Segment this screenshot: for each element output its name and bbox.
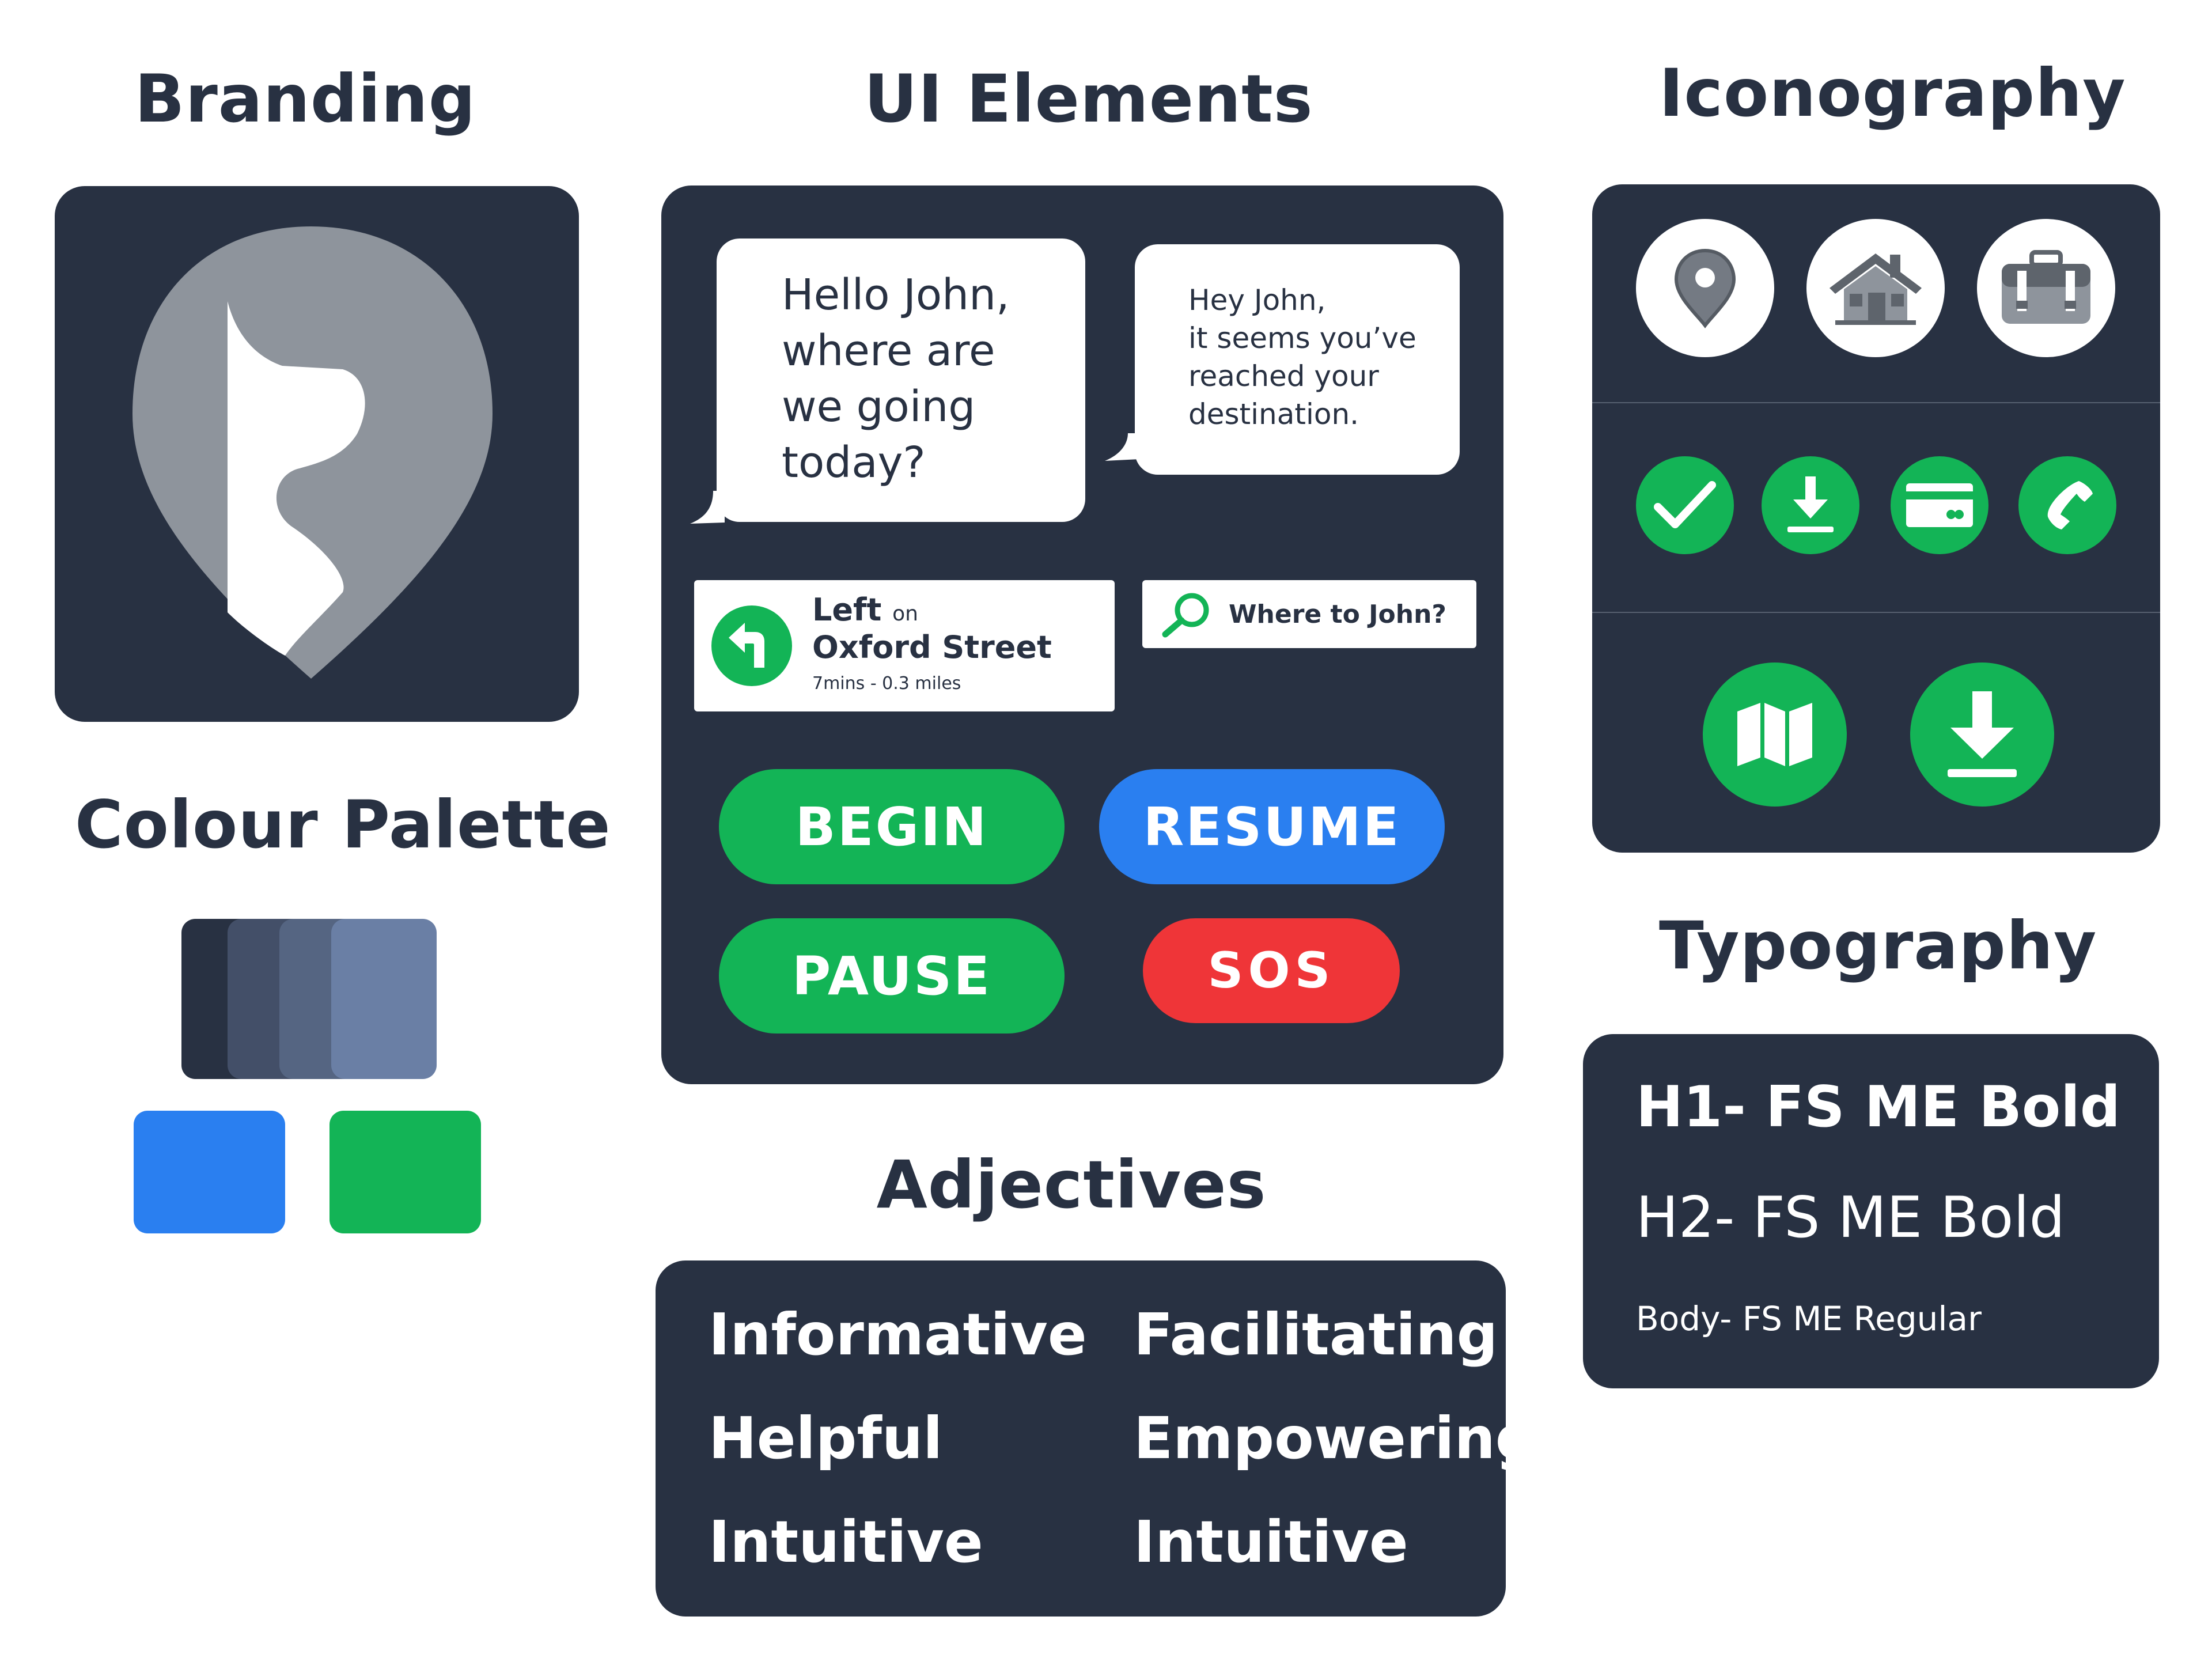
adjective-item: Helpful — [709, 1405, 943, 1472]
map-glyph — [1737, 703, 1812, 766]
download-large-glyph — [1948, 691, 2017, 777]
checkmark-glyph — [1654, 481, 1716, 528]
nav-direction: Left on — [812, 592, 918, 628]
typography-heading: Typography — [1659, 907, 2097, 984]
chat-bubble-greeting-text: Hello John, where are we going today? — [782, 270, 1010, 487]
house-glyph — [1830, 253, 1922, 325]
begin-button[interactable]: BEGIN — [719, 769, 1065, 884]
adjective-item: Intuitive — [709, 1508, 983, 1576]
sos-button[interactable]: SOS — [1143, 918, 1400, 1023]
chat-bubble-arrival: Hey John, it seems you’ve reached your d… — [1135, 244, 1460, 475]
branding-logo-panel — [55, 186, 579, 722]
iconography-heading: Iconography — [1659, 55, 2126, 131]
turn-left-icon — [711, 605, 792, 686]
brand-logo — [132, 226, 493, 679]
typography-h2-sample: H2- FS ME Bold — [1636, 1185, 2065, 1251]
adjective-item: Facilitating — [1134, 1301, 1498, 1368]
chat-bubble-arrival-text: Hey John, it seems you’ve reached your d… — [1188, 283, 1416, 431]
search-placeholder: Where to John? — [1229, 600, 1446, 629]
download-icon[interactable] — [1762, 456, 1859, 554]
adjective-item: Intuitive — [1134, 1508, 1408, 1576]
checkmark-icon[interactable] — [1636, 456, 1734, 554]
adjective-item: Informative — [709, 1301, 1087, 1368]
navigation-card[interactable]: Left on Oxford Street 7mins - 0.3 miles — [694, 580, 1115, 711]
nav-meta: 7mins - 0.3 miles — [812, 673, 961, 694]
typography-panel: H1- FS ME Bold H2- FS ME Bold Body- FS M… — [1583, 1034, 2159, 1388]
colour-palette-heading: Colour Palette — [75, 786, 611, 863]
credit-card-glyph — [1906, 483, 1973, 527]
nav-direction-label: Left — [812, 592, 882, 628]
pause-button[interactable]: PAUSE — [719, 918, 1065, 1034]
swatch-slate-3 — [331, 919, 437, 1079]
iconography-panel — [1592, 184, 2160, 853]
typography-h1-sample: H1- FS ME Bold — [1636, 1074, 2120, 1140]
branding-heading: Branding — [134, 60, 476, 137]
credit-card-icon[interactable] — [1891, 456, 1988, 554]
download-glyph — [1787, 476, 1834, 532]
swatch-blue — [134, 1111, 285, 1233]
phone-icon[interactable] — [2018, 456, 2116, 554]
typography-body-sample: Body- FS ME Regular — [1636, 1299, 1982, 1338]
phone-glyph — [2047, 481, 2093, 529]
resume-button[interactable]: RESUME — [1099, 769, 1445, 884]
adjectives-panel: Informative Helpful Intuitive Facilitati… — [656, 1260, 1536, 1617]
search-icon — [1162, 593, 1209, 638]
nav-street: Oxford Street — [812, 629, 1052, 665]
bubble-tail-1 — [690, 491, 725, 524]
chat-bubble-greeting: Hello John, where are we going today? — [717, 239, 1085, 522]
location-pin-glyph — [1674, 248, 1736, 328]
download-large-icon[interactable] — [1910, 663, 2054, 807]
swatch-green — [329, 1111, 481, 1233]
ui-elements-panel: Hello John, where are we going today? He… — [661, 186, 1503, 1084]
briefcase-icon[interactable] — [1977, 219, 2115, 357]
adjectives-heading: Adjectives — [876, 1146, 1267, 1223]
map-icon[interactable] — [1703, 663, 1847, 807]
nav-on-label: on — [892, 602, 918, 626]
location-pin-icon[interactable] — [1636, 219, 1774, 357]
icon-divider-2 — [1592, 612, 2160, 613]
search-field[interactable]: Where to John? — [1142, 580, 1476, 648]
ui-elements-heading: UI Elements — [864, 60, 1313, 137]
house-icon[interactable] — [1806, 219, 1945, 357]
briefcase-glyph — [2002, 250, 2090, 324]
adjective-item: Empowering — [1134, 1405, 1537, 1472]
icon-divider-1 — [1592, 402, 2160, 403]
bubble-tail-2 — [1105, 433, 1139, 461]
